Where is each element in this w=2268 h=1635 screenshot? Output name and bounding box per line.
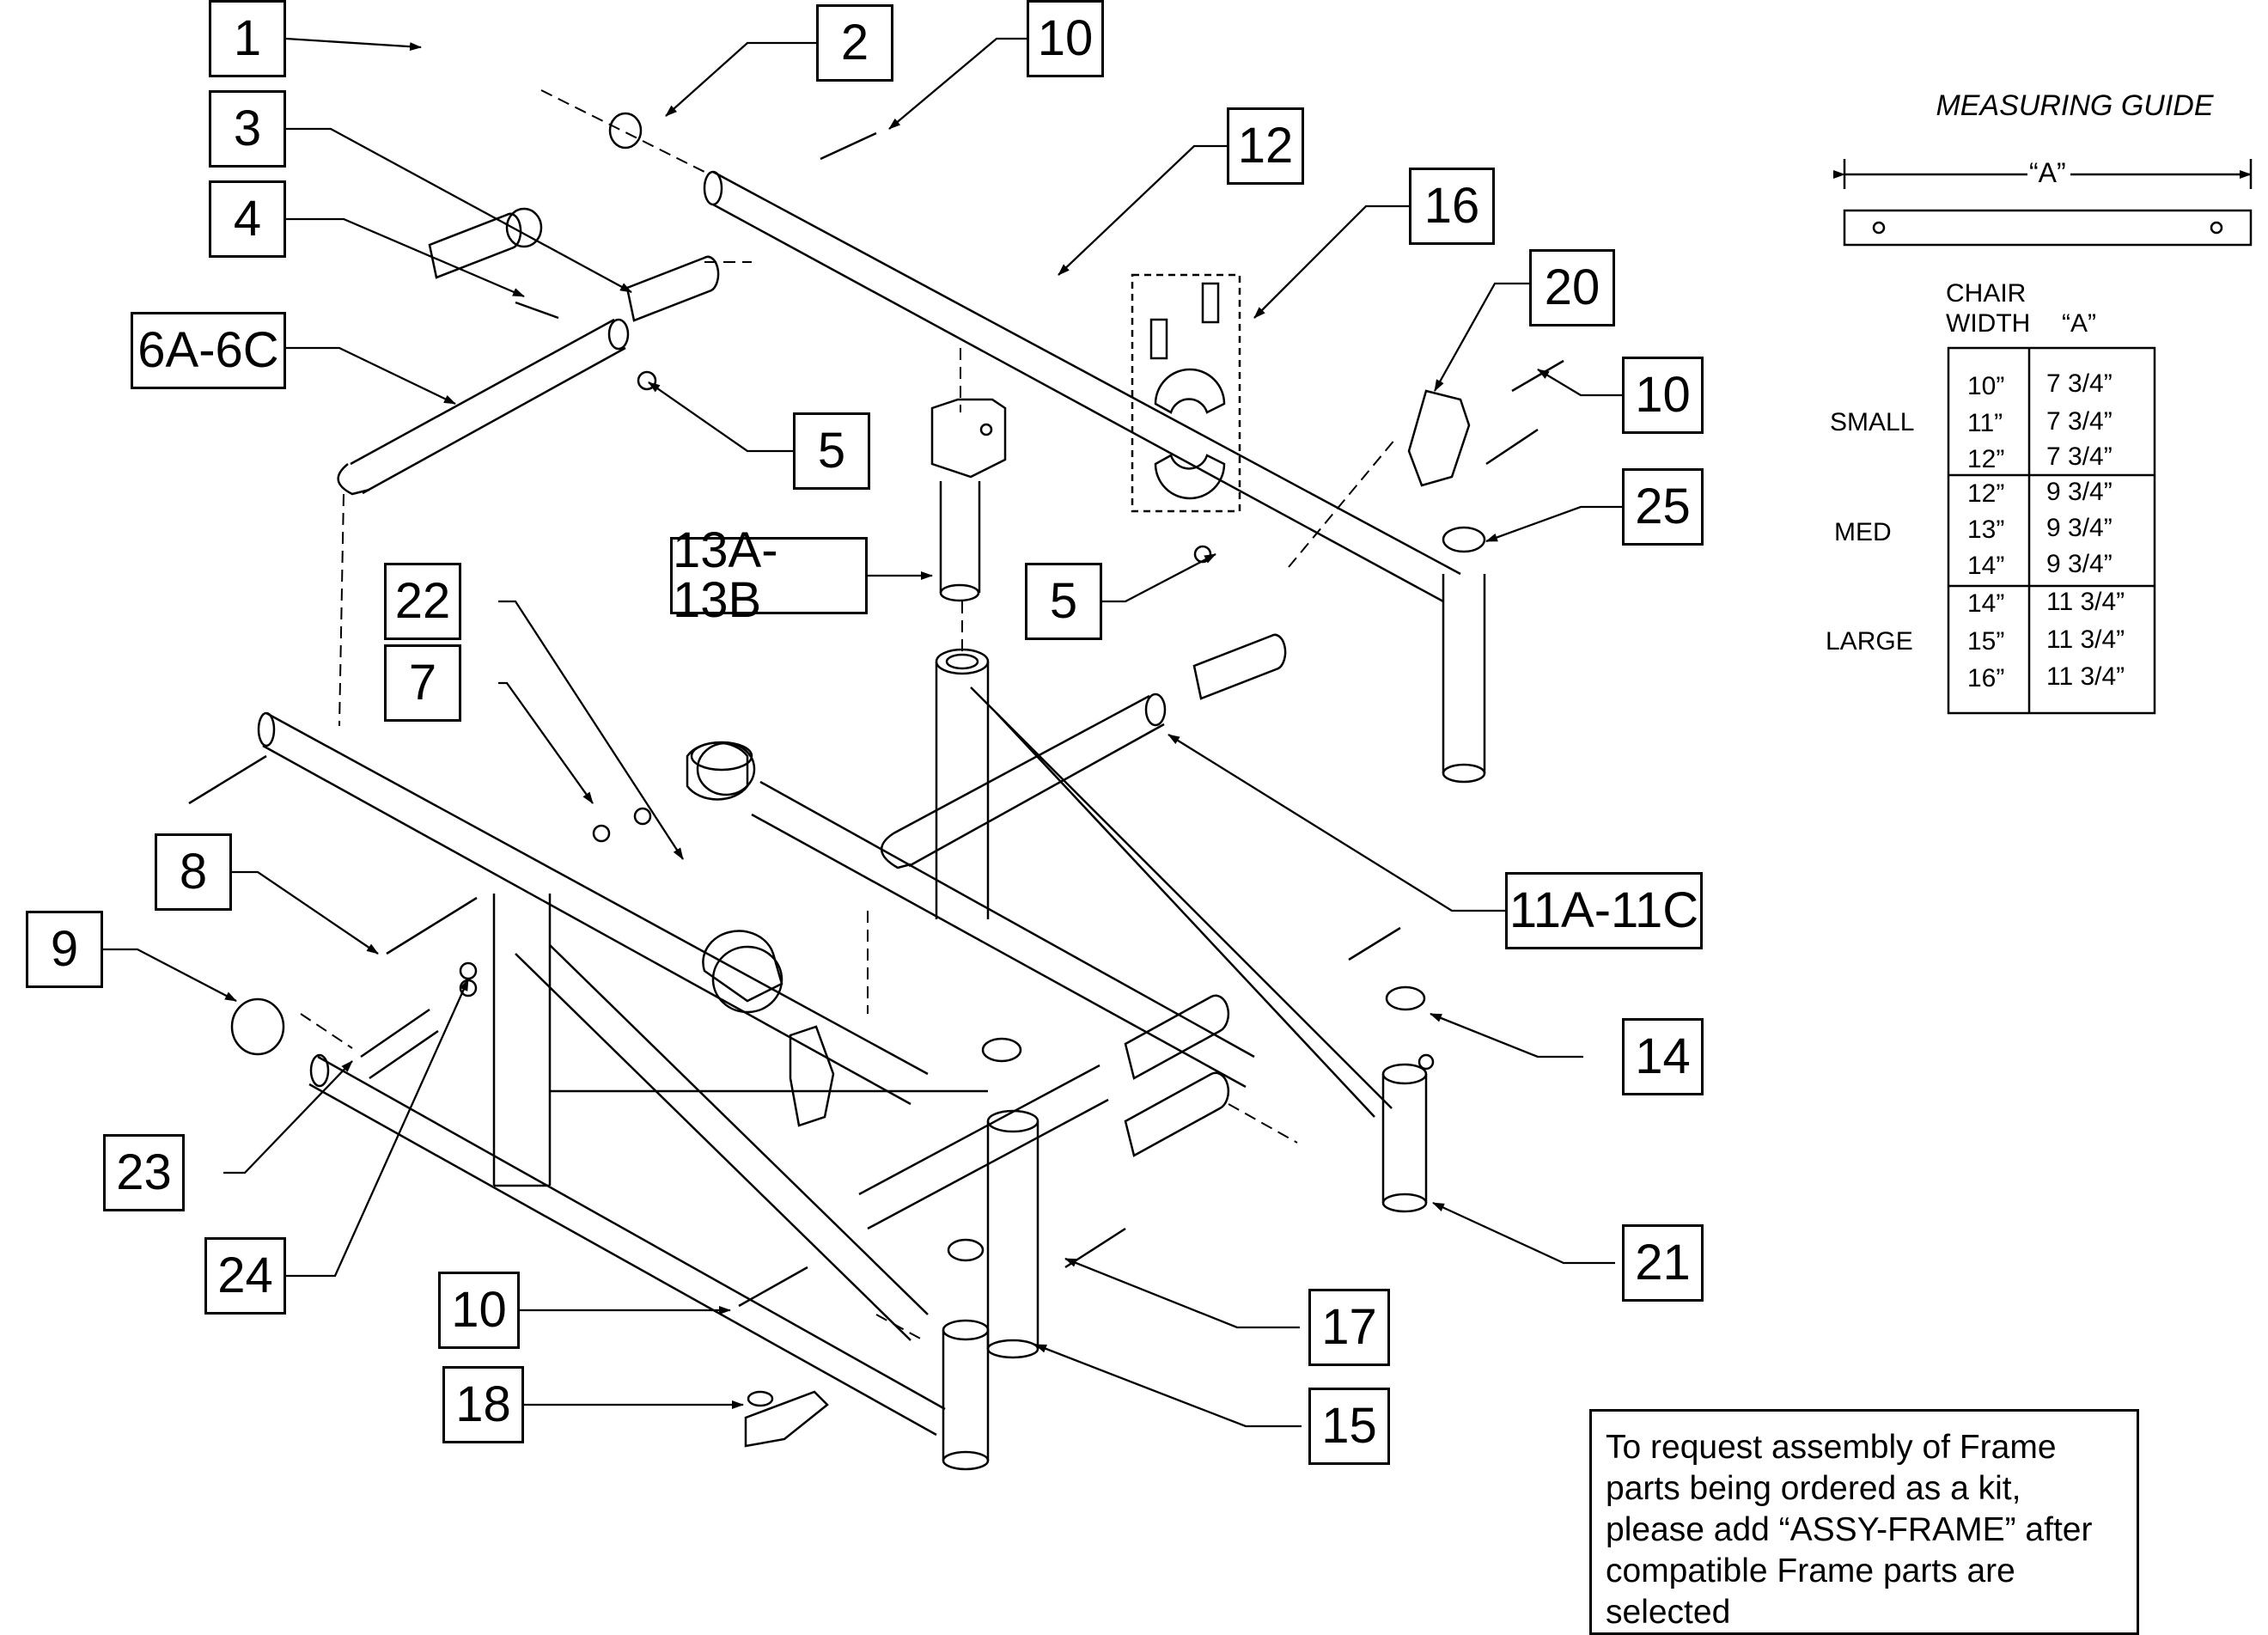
note-line: parts being ordered as a kit, — [1606, 1470, 2021, 1507]
lower-side-tube — [257, 711, 929, 1106]
table-row-a: 9 3/4” — [2046, 478, 2113, 506]
footplate-18 — [744, 1390, 829, 1448]
callout-17: 17 — [1308, 1289, 1390, 1366]
note-line: To request assembly of Frame — [1606, 1429, 2057, 1466]
callout-5-middle: 5 — [1025, 563, 1102, 640]
callout-6a-6c: 6A-6C — [131, 312, 286, 389]
table-row-width: 16” — [1967, 664, 2005, 692]
post-13a — [930, 398, 1007, 602]
callout-14: 14 — [1622, 1018, 1704, 1095]
callout-8: 8 — [155, 833, 232, 911]
middle-cross-tube — [751, 780, 1255, 1089]
table-row-a: 9 3/4” — [2046, 514, 2113, 542]
callout-3: 3 — [209, 90, 286, 168]
front-post-lower — [942, 1319, 990, 1471]
table-header-a: “A” — [2062, 309, 2096, 338]
callout-24: 24 — [204, 1237, 286, 1315]
callout-13a-13b: 13A-13B — [670, 526, 868, 625]
diagonal-braces — [515, 686, 1393, 1341]
table-row-a: 9 3/4” — [2046, 550, 2113, 578]
group-label-large: LARGE — [1826, 627, 1913, 656]
backrest-tube-6 — [337, 318, 630, 496]
front-post-15 — [986, 1109, 1040, 1359]
table-row-a: 11 3/4” — [2046, 588, 2125, 616]
table-row-width: 13” — [1967, 516, 2005, 544]
frame-tubes — [230, 112, 1486, 1471]
sleeves-lower — [858, 994, 1230, 1230]
callout-4: 4 — [209, 180, 286, 258]
callout-9: 9 — [26, 911, 103, 988]
table-row-width: 14” — [1967, 589, 2005, 618]
table-header-chair: CHAIR — [1946, 279, 2027, 308]
callout-7: 7 — [384, 644, 461, 722]
cross-tube-11 — [880, 692, 1167, 869]
size-table-grid — [1947, 346, 2156, 715]
table-row-width: 10” — [1967, 372, 2005, 400]
callout-2: 2 — [816, 4, 893, 82]
table-row-width: 11” — [1967, 409, 2003, 437]
clamp-16 — [1131, 273, 1241, 513]
table-row-width: 12” — [1967, 479, 2005, 508]
front-post-21 — [1381, 1063, 1428, 1213]
assembly-guide-lines — [300, 89, 1397, 1341]
upper-long-tube — [703, 170, 1461, 603]
measuring-guide-title: MEASURING GUIDE — [1936, 89, 2214, 122]
caps — [947, 526, 1486, 1262]
table-row-a: 11 3/4” — [2046, 662, 2125, 691]
rear-post-25 — [1442, 574, 1486, 784]
callout-22: 22 — [384, 563, 461, 640]
dimension-a-label: “A” — [2029, 157, 2066, 188]
table-row-a: 7 3/4” — [2046, 407, 2113, 436]
callout-5-top: 5 — [793, 412, 870, 490]
table-row-a: 7 3/4” — [2046, 369, 2113, 398]
rear-post-13 — [935, 648, 990, 919]
note-line: please add “ASSY-FRAME” after — [1606, 1511, 2093, 1548]
table-row-width: 12” — [1967, 445, 2005, 473]
callout-23: 23 — [103, 1134, 185, 1211]
callout-16: 16 — [1409, 168, 1495, 245]
left-front-post — [492, 894, 988, 1187]
clamp-center — [702, 930, 835, 1127]
callout-15: 15 — [1308, 1388, 1390, 1465]
callout-10-right: 10 — [1622, 357, 1704, 434]
clamp-20 — [1407, 389, 1471, 487]
tube-ends — [230, 112, 1287, 1056]
note-line: compatible Frame parts are — [1606, 1553, 2015, 1589]
callout-21: 21 — [1622, 1224, 1704, 1302]
callout-1: 1 — [209, 0, 286, 77]
callout-10-bottom: 10 — [438, 1272, 520, 1349]
table-row-width: 15” — [1967, 627, 2005, 656]
callout-18: 18 — [442, 1366, 524, 1443]
callout-25: 25 — [1622, 468, 1704, 546]
assembly-note: To request assembly of Frame parts being… — [1589, 1409, 2139, 1635]
table-row-a: 11 3/4” — [2046, 625, 2125, 654]
callout-10-top: 10 — [1027, 0, 1104, 77]
group-label-small: SMALL — [1830, 408, 1915, 436]
leader-lines — [103, 37, 1622, 1428]
callout-12: 12 — [1227, 107, 1304, 185]
note-line: selected — [1606, 1594, 1731, 1631]
group-label-med: MED — [1834, 518, 1892, 546]
callout-11a-11c: 11A-11C — [1505, 872, 1703, 949]
table-header-width: WIDTH — [1946, 309, 2031, 338]
measuring-guide-drawing — [1833, 159, 2253, 247]
callout-20: 20 — [1529, 249, 1615, 326]
table-row-a: 7 3/4” — [2046, 442, 2113, 471]
bottom-long-tube — [308, 1053, 946, 1437]
table-row-width: 14” — [1967, 552, 2005, 580]
